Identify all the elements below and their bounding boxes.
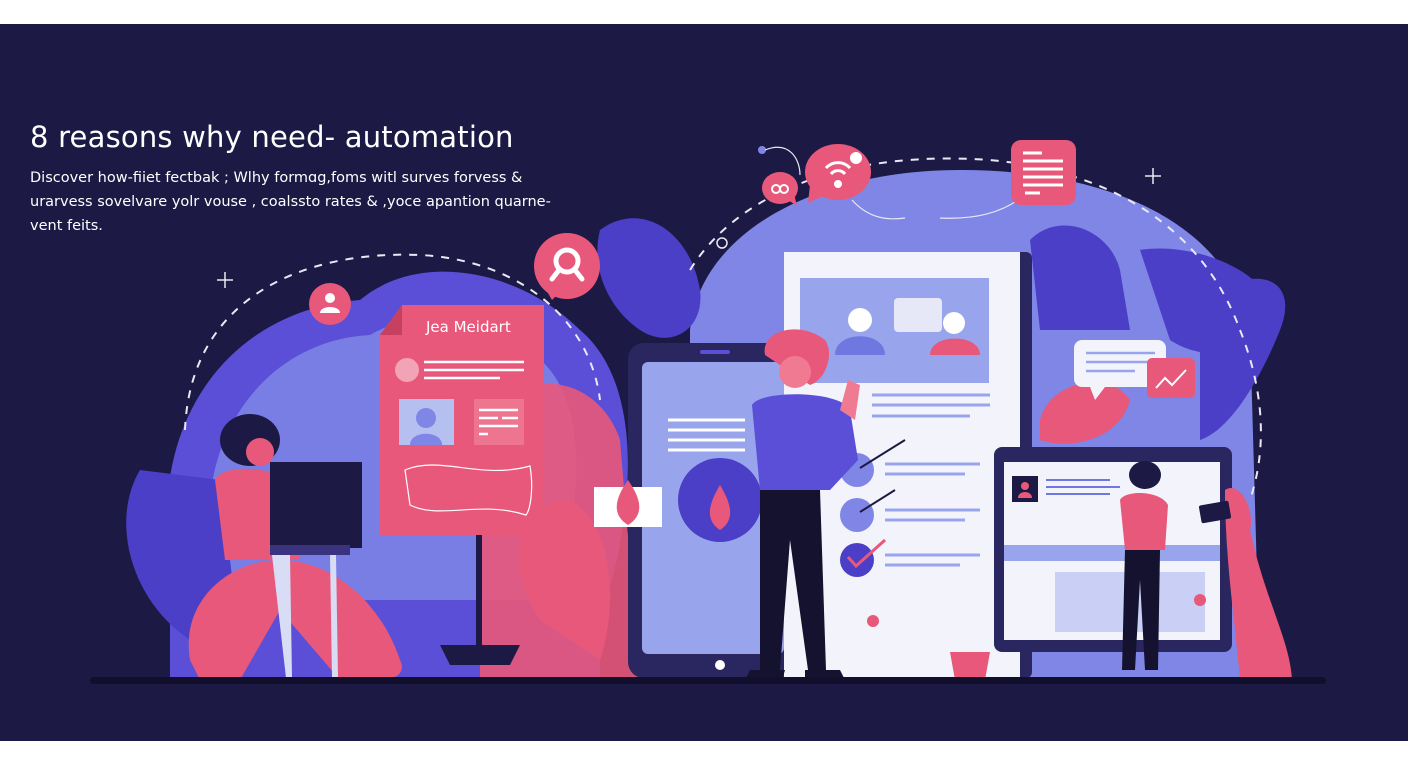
dashed-connectors xyxy=(184,157,1262,501)
user-icon xyxy=(309,283,351,325)
link-chat-icon xyxy=(762,172,798,206)
subtitle-line: Discover how-fiiet fectbak ; Wlhy formɑg… xyxy=(30,170,523,186)
floor-line xyxy=(90,677,1326,684)
man-presenting xyxy=(745,329,860,680)
droplet-icon xyxy=(594,480,662,527)
page-title: 8 reasons why need- automation xyxy=(30,120,514,154)
automation-illustration xyxy=(90,140,1326,684)
hero-banner: Jea Meidart 8 reasons why need- automati… xyxy=(0,24,1408,741)
subtitle-line: urarvess sovelvare yolr vouse , coalssto… xyxy=(30,194,551,210)
plant-pot xyxy=(950,652,990,680)
resume-card xyxy=(380,305,544,665)
hand-holding-card xyxy=(1198,488,1292,680)
chat-bubble-icon xyxy=(1074,340,1166,400)
search-icon xyxy=(534,233,600,300)
trend-chart-icon xyxy=(1147,358,1195,398)
document-icon xyxy=(1011,140,1076,205)
wifi-chat-icon xyxy=(805,144,871,203)
hero-subtitle: Discover how-fiiet fectbak ; Wlhy formɑg… xyxy=(30,166,570,238)
plus-sparkle-icon xyxy=(217,168,1161,288)
resume-card-name: Jea Meidart xyxy=(426,318,511,336)
monitor-device xyxy=(994,447,1232,652)
woman-with-laptop xyxy=(188,414,402,682)
subtitle-line: vent feits. xyxy=(30,218,103,234)
woman-with-phone xyxy=(1120,461,1168,670)
